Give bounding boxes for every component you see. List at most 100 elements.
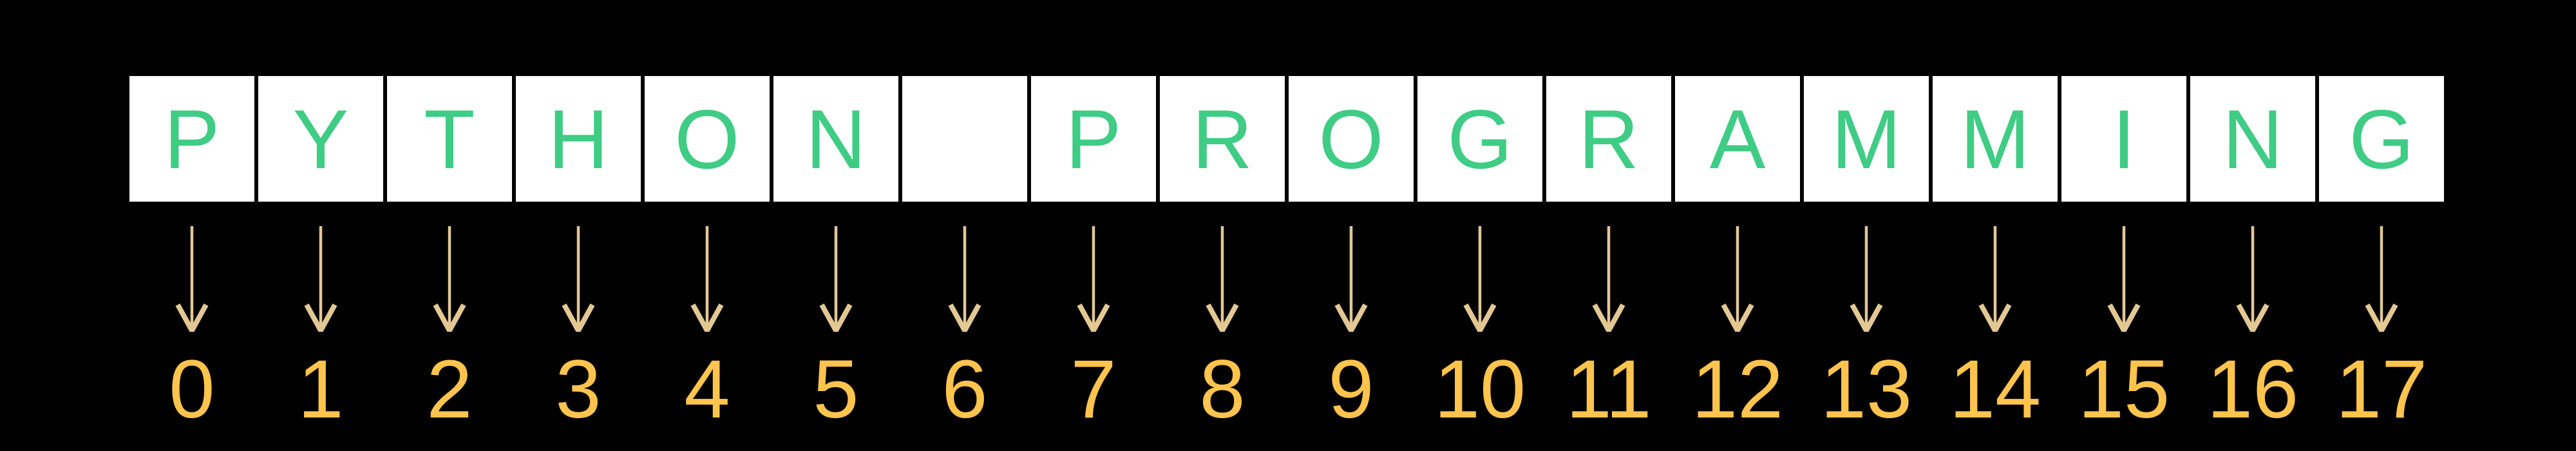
arrow-slot-7 bbox=[1031, 225, 1156, 332]
char-glyph: O bbox=[674, 91, 740, 186]
arrow-slot-2 bbox=[387, 225, 512, 332]
index-slot-2: 2 bbox=[387, 343, 512, 436]
char-glyph: I bbox=[2112, 91, 2136, 186]
char-glyph: G bbox=[1447, 91, 1513, 186]
index-number: 10 bbox=[1434, 343, 1526, 436]
index-number: 1 bbox=[298, 343, 344, 436]
char-cell-9[interactable]: O bbox=[1289, 76, 1414, 202]
arrow-down-icon bbox=[175, 226, 209, 332]
arrow-slot-10 bbox=[1417, 225, 1542, 332]
arrow-down-icon bbox=[1721, 226, 1754, 332]
char-glyph: P bbox=[1065, 91, 1122, 186]
char-glyph: Y bbox=[292, 91, 349, 186]
index-number: 0 bbox=[169, 343, 215, 436]
index-number: 7 bbox=[1070, 343, 1117, 436]
index-slot-10: 10 bbox=[1417, 343, 1542, 436]
arrow-slot-15 bbox=[2061, 225, 2186, 332]
arrow-slot-0 bbox=[129, 225, 254, 332]
arrow-down-icon bbox=[1463, 226, 1497, 332]
char-cell-6[interactable] bbox=[902, 76, 1027, 202]
arrow-down-icon bbox=[690, 226, 724, 332]
char-cell-3[interactable]: H bbox=[516, 76, 641, 202]
arrow-slot-5 bbox=[773, 225, 898, 332]
index-number: 6 bbox=[942, 343, 988, 436]
arrow-down-icon bbox=[2107, 226, 2141, 332]
index-number: 14 bbox=[1949, 343, 2041, 436]
index-slot-11: 11 bbox=[1546, 347, 1671, 432]
char-cell-12[interactable]: A bbox=[1675, 76, 1800, 202]
arrow-down-icon bbox=[2236, 226, 2269, 332]
char-glyph: T bbox=[424, 91, 475, 186]
char-cell-0[interactable]: P bbox=[129, 76, 254, 202]
arrow-slot-14 bbox=[1933, 225, 2058, 332]
index-number: 15 bbox=[2078, 343, 2170, 436]
char-cell-5[interactable]: N bbox=[773, 76, 898, 202]
char-cell-11[interactable]: R bbox=[1546, 76, 1671, 202]
char-cell-13[interactable]: M bbox=[1804, 76, 1929, 202]
char-glyph: H bbox=[548, 91, 609, 186]
arrow-slot-16 bbox=[2190, 225, 2315, 332]
char-cell-10[interactable]: G bbox=[1417, 76, 1542, 202]
arrow-down-icon bbox=[1206, 226, 1239, 332]
char-cell-16[interactable]: N bbox=[2190, 76, 2315, 202]
char-glyph: A bbox=[1709, 91, 1766, 186]
char-cell-14[interactable]: M bbox=[1933, 76, 2058, 202]
char-glyph: P bbox=[164, 91, 220, 186]
index-number: 3 bbox=[555, 343, 601, 436]
index-slot-16: 16 bbox=[2190, 343, 2315, 436]
index-slot-12: 12 bbox=[1675, 343, 1800, 436]
index-slot-17: 17 bbox=[2319, 343, 2444, 436]
index-slot-15: 15 bbox=[2061, 343, 2186, 436]
char-glyph: N bbox=[2222, 91, 2283, 186]
index-number: 4 bbox=[684, 343, 730, 436]
index-slot-14: 14 bbox=[1933, 343, 2058, 436]
char-cell-1[interactable]: Y bbox=[258, 76, 383, 202]
char-cell-15[interactable]: I bbox=[2061, 76, 2186, 202]
arrow-slot-1 bbox=[258, 225, 383, 332]
index-slot-13: 13 bbox=[1804, 343, 1929, 436]
arrow-down-icon bbox=[1592, 226, 1625, 332]
arrow-row bbox=[129, 225, 2444, 332]
arrow-down-icon bbox=[1334, 226, 1368, 332]
char-cell-4[interactable]: O bbox=[645, 76, 770, 202]
index-slot-6: 6 bbox=[902, 343, 1027, 436]
index-slot-9: 9 bbox=[1289, 343, 1414, 436]
char-cell-17[interactable]: G bbox=[2319, 76, 2444, 202]
arrow-down-icon bbox=[562, 226, 595, 332]
index-slot-1: 1 bbox=[258, 343, 383, 436]
char-glyph: R bbox=[1578, 91, 1639, 186]
arrow-down-icon bbox=[2365, 226, 2398, 332]
arrow-slot-3 bbox=[516, 225, 641, 332]
index-slot-7: 7 bbox=[1031, 343, 1156, 436]
arrow-down-icon bbox=[819, 226, 853, 332]
arrow-down-icon bbox=[433, 226, 466, 332]
index-number: 2 bbox=[426, 343, 473, 436]
index-number: 8 bbox=[1199, 343, 1245, 436]
arrow-slot-8 bbox=[1160, 225, 1285, 332]
arrow-slot-17 bbox=[2319, 225, 2444, 332]
index-number: 17 bbox=[2335, 343, 2428, 436]
index-slot-4: 4 bbox=[645, 343, 770, 436]
index-number: 12 bbox=[1691, 343, 1784, 436]
char-glyph: O bbox=[1318, 91, 1384, 186]
char-cell-7[interactable]: P bbox=[1031, 76, 1156, 202]
char-glyph: G bbox=[2349, 91, 2414, 186]
index-number: 16 bbox=[2206, 343, 2299, 436]
char-cell-8[interactable]: R bbox=[1160, 76, 1285, 202]
char-glyph: R bbox=[1192, 91, 1253, 186]
index-slot-0: 0 bbox=[129, 343, 254, 436]
arrow-slot-11 bbox=[1546, 225, 1671, 332]
char-glyph: M bbox=[1831, 91, 1902, 186]
index-number: 13 bbox=[1820, 343, 1913, 436]
index-slot-3: 3 bbox=[516, 343, 641, 436]
char-cell-2[interactable]: T bbox=[387, 76, 512, 202]
arrow-down-icon bbox=[1850, 226, 1883, 332]
char-glyph: M bbox=[1960, 91, 2031, 186]
index-number: 5 bbox=[813, 343, 859, 436]
char-glyph: N bbox=[806, 91, 866, 186]
index-number: 9 bbox=[1328, 343, 1374, 436]
arrow-down-icon bbox=[304, 226, 337, 332]
